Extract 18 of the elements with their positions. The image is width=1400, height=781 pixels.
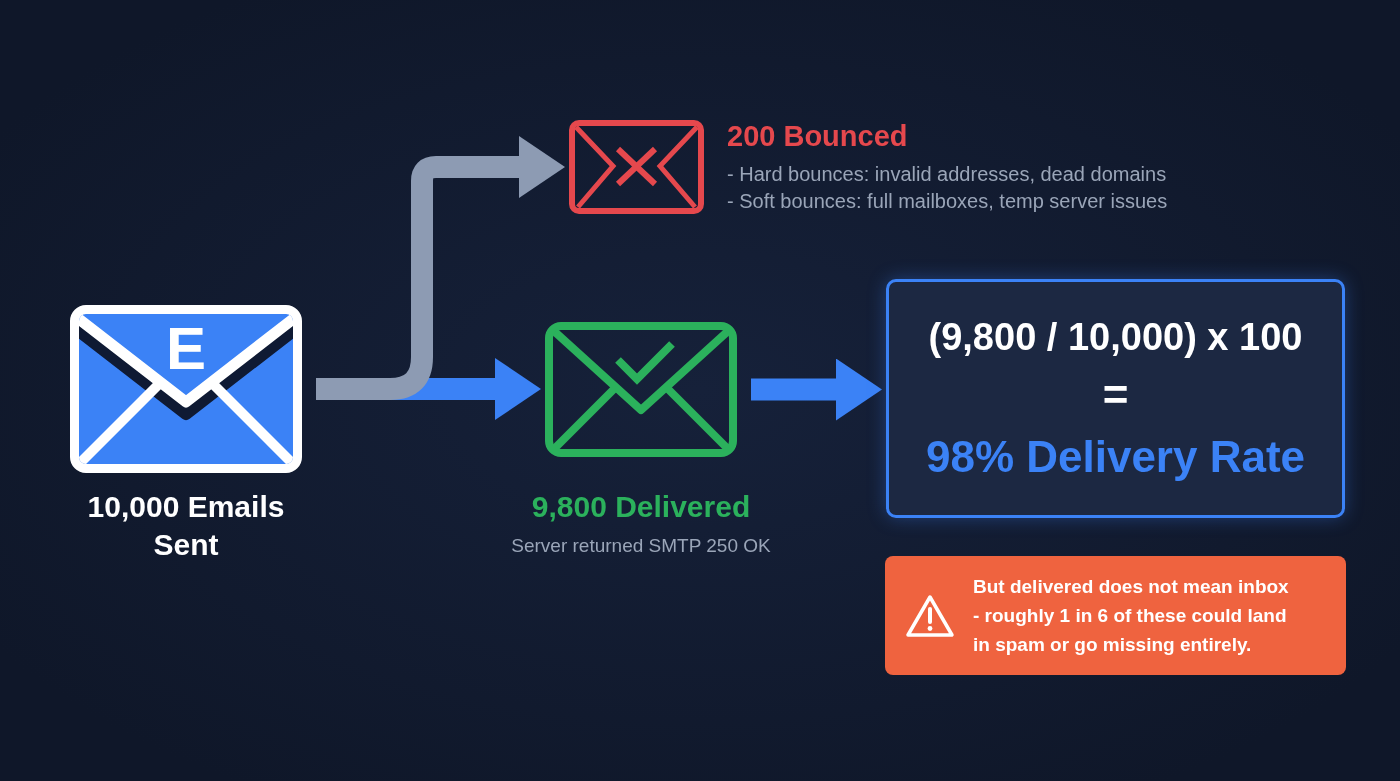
envelope-picture	[70, 305, 302, 473]
status-note: Server returned SMTP 250 OK	[511, 534, 771, 558]
node-caption: 10,000 Emails Sent	[86, 489, 286, 563]
equals-sign: =	[1102, 372, 1129, 417]
envelope-letter: E	[166, 319, 206, 379]
arrow	[316, 136, 565, 400]
result-box	[886, 279, 1345, 518]
warning-callout	[885, 556, 1346, 675]
bullet-text: - Hard bounces: invalid addresses, dead domains	[727, 162, 1167, 187]
envelope-x-icon	[569, 120, 704, 214]
bounced-heading: 200 Bounced	[727, 119, 908, 154]
envelope-check-icon	[545, 322, 737, 457]
bullet-text: - Soft bounces: full mailboxes, temp server issues	[727, 189, 1168, 214]
arrow	[751, 358, 882, 421]
warning-text: But delivered does not mean inbox - roughly 1 in 6 of these could land in spam or go missing entirely.	[973, 575, 1290, 657]
delivery-rate-text: 98% Delivery Rate	[925, 430, 1306, 483]
delivered-heading: 9,800 Delivered	[531, 489, 751, 525]
formula-text: (9,800 / 10,000) x 100	[928, 314, 1303, 359]
